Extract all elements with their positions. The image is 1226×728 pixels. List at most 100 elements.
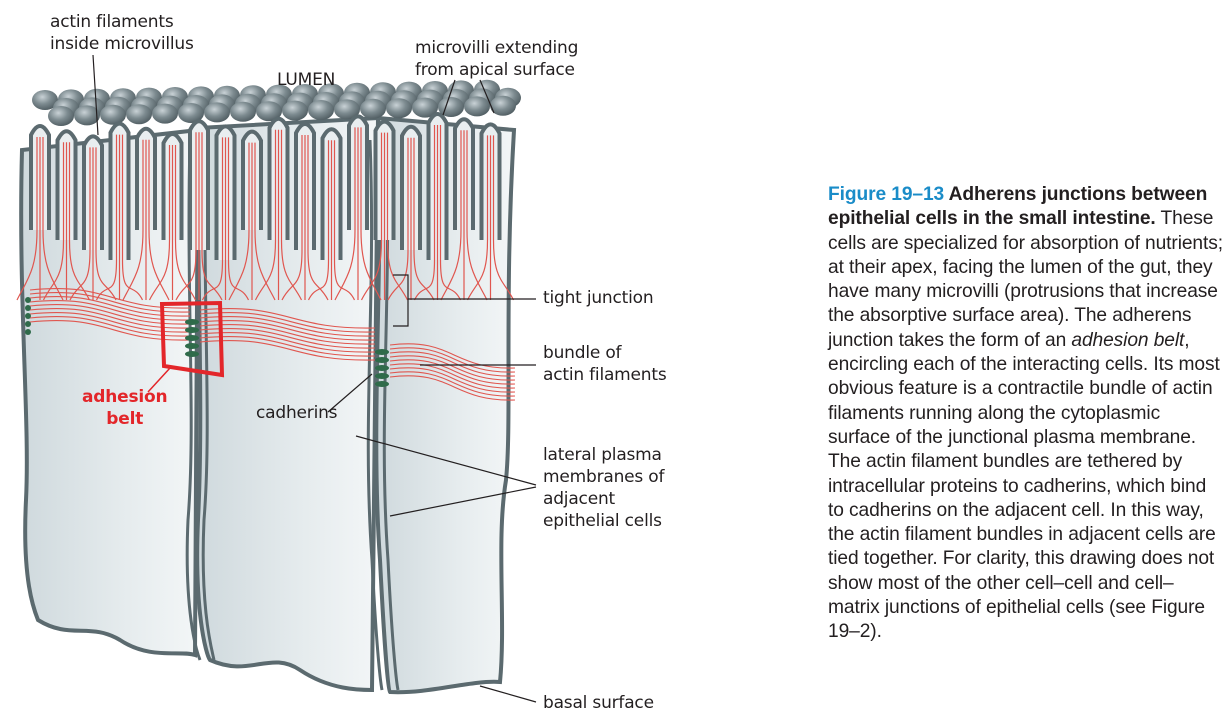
actin-filament xyxy=(360,132,383,301)
actin-belt-filament xyxy=(199,312,376,333)
actin-filament xyxy=(42,137,64,301)
actin-filament xyxy=(307,135,329,301)
label-lateral-plasma-membranes: lateral plasma membranes of adjacent epi… xyxy=(543,445,665,531)
label-microvilli-extending: microvilli extending from apical surface xyxy=(415,38,579,80)
actin-filament xyxy=(413,137,435,301)
actin-filament xyxy=(95,147,117,301)
actin-belt-filament xyxy=(29,296,191,317)
actin-filament-bundles xyxy=(16,125,516,401)
actin-filament xyxy=(254,142,276,301)
actin-belt-filament xyxy=(389,347,516,373)
figure-caption: Figure 19–13 Adherens junctions between … xyxy=(828,183,1224,645)
actin-filament xyxy=(307,140,330,301)
actin-filament xyxy=(439,125,462,301)
leader-actin-inside xyxy=(92,54,99,136)
caption-italic-term: adhesion belt xyxy=(1071,329,1185,351)
microvillus-tip xyxy=(230,101,256,122)
actin-filament xyxy=(121,134,144,301)
actin-belt-filament xyxy=(199,332,376,353)
microvillus-tip xyxy=(126,104,152,125)
actin-belt-filament xyxy=(199,336,376,357)
actin-filament xyxy=(387,137,409,301)
actin-filament xyxy=(281,135,303,301)
actin-belt-filament xyxy=(389,367,516,393)
adhesion-belt-highlight-box xyxy=(159,300,225,378)
actin-filament xyxy=(148,139,170,301)
actin-filament xyxy=(148,145,171,301)
cell-middle xyxy=(195,115,381,693)
actin-filament xyxy=(175,132,197,301)
actin-filament xyxy=(492,135,515,301)
actin-belt-filament xyxy=(199,308,376,329)
leader-microvilli-1 xyxy=(442,79,456,116)
leader-microvilli-2 xyxy=(479,79,495,114)
epithelial-cells-illustration: actin filaments inside microvillus LUMEN… xyxy=(16,12,667,713)
lateral-membrane-1 xyxy=(185,139,202,661)
microvillus-tip xyxy=(412,97,438,118)
microvillus-tip xyxy=(74,105,100,126)
microvillus-tip xyxy=(32,90,58,110)
cell-left xyxy=(19,127,201,658)
label-actin-filaments-inside-microvillus: actin filaments inside microvillus xyxy=(50,12,194,54)
microvillus-tip xyxy=(152,103,178,124)
actin-belt-filament xyxy=(199,340,376,361)
label-lumen: LUMEN xyxy=(277,70,336,90)
cadherins-middle xyxy=(185,319,199,357)
adhesion-belt-pointer xyxy=(147,367,171,393)
actin-filament xyxy=(201,137,224,301)
actin-filament xyxy=(254,129,277,301)
actin-belt-filament xyxy=(29,292,191,313)
caption-body-1: These cells are specialized for absorpti… xyxy=(828,208,1223,351)
illustration-svg xyxy=(16,54,537,703)
actin-belt-filament xyxy=(389,343,516,369)
actin-filament xyxy=(413,125,436,301)
actin-filament xyxy=(333,140,356,301)
actin-filament xyxy=(228,142,250,301)
leader-cadherins xyxy=(327,373,373,413)
leader-lines xyxy=(92,54,537,703)
actin-filament xyxy=(68,142,91,301)
caption-body-2: , encircling each of the interacting cel… xyxy=(828,329,1220,643)
label-basal-surface: basal surface xyxy=(543,693,654,713)
actin-filament xyxy=(360,127,382,301)
leader-tight-junction xyxy=(393,274,409,327)
actin-filament xyxy=(386,132,409,301)
actin-belt-filament xyxy=(389,375,516,401)
cadherins-left xyxy=(25,297,31,335)
label-cadherins: cadherins xyxy=(256,403,338,423)
leader-lateral-2 xyxy=(389,486,537,517)
actin-belt-filament xyxy=(199,320,376,341)
actin-belt-filament xyxy=(29,300,191,321)
microvillus-tip xyxy=(490,95,516,116)
actin-belt-filament xyxy=(29,288,191,309)
actin-filament xyxy=(466,135,489,301)
cadherins-right xyxy=(375,349,389,387)
actin-filament xyxy=(174,145,197,301)
actin-filament xyxy=(280,129,303,301)
actin-belt-filament xyxy=(199,324,376,345)
actin-belt-filament xyxy=(389,363,516,389)
microvillus-tip xyxy=(386,98,412,119)
actin-filament xyxy=(122,139,144,301)
microvillus-tip xyxy=(360,98,386,119)
actin-filament xyxy=(42,142,65,301)
leader-basal xyxy=(479,685,537,703)
actin-filament xyxy=(334,127,356,301)
cadherin-clusters xyxy=(25,297,389,387)
microvillus-tip xyxy=(178,103,204,123)
actin-belt-filament xyxy=(29,304,191,325)
microvillus-tip xyxy=(256,101,282,122)
actin-belt-filament xyxy=(389,355,516,381)
microvillus-tip xyxy=(308,100,334,120)
caption-title: Adherens junctions between epithelial ce… xyxy=(828,184,1208,230)
label-tight-junction: tight junction xyxy=(543,288,654,308)
microvillus-tip xyxy=(282,100,308,121)
actin-filament xyxy=(16,137,38,301)
actin-filament xyxy=(69,147,91,301)
actin-filament xyxy=(440,130,462,301)
figure-number: Figure 19–13 xyxy=(828,184,945,205)
leader-lateral-1 xyxy=(355,435,537,486)
microvillus-tip xyxy=(334,99,360,120)
actin-filament xyxy=(201,132,223,301)
actin-belt-filament xyxy=(29,308,191,329)
